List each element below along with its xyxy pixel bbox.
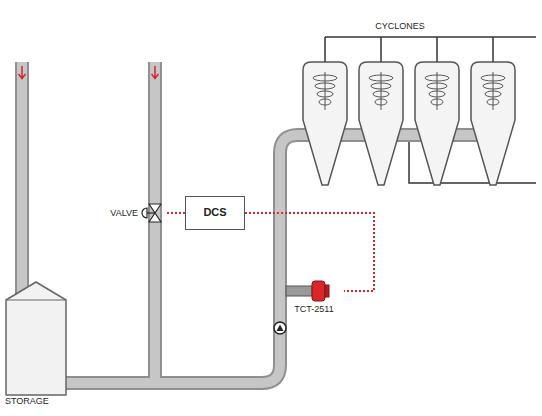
flow-arrow	[19, 66, 26, 79]
cyclone-symbol	[359, 62, 403, 185]
storage-silo: STORAGE	[4, 280, 72, 407]
pump-triangle	[277, 325, 284, 332]
cyclone-body	[415, 62, 459, 185]
pipe-network	[22, 62, 505, 383]
transmitter-symbol: TCT-2511	[284, 278, 344, 315]
flow-arrow	[152, 66, 159, 79]
transmitter-body	[286, 286, 312, 296]
transmitter-cap	[325, 285, 329, 297]
cyclone-symbol	[303, 62, 347, 185]
cyclone-symbol	[471, 62, 515, 185]
cyclone-spiral	[481, 72, 505, 110]
flow-arrows	[19, 66, 159, 79]
signal-line	[245, 213, 374, 291]
node-label: VALVE	[110, 208, 138, 219]
pipe-body	[150, 62, 160, 383]
pipe-outline	[148, 62, 162, 383]
node-label: DCS	[203, 206, 226, 219]
control-box: DCS	[185, 196, 245, 230]
cyclone-symbol	[415, 62, 459, 185]
cyclone-body	[471, 62, 515, 185]
spiral-axis	[325, 72, 326, 110]
pipe-outline	[15, 62, 29, 296]
node-label: STORAGE	[4, 396, 72, 407]
valve-icon	[141, 202, 165, 224]
cyclone-spiral	[313, 72, 337, 110]
pump-circle	[274, 322, 286, 334]
silo-icon	[4, 280, 70, 396]
transmitter-head	[312, 281, 325, 301]
pipe-body	[17, 62, 27, 296]
valve-symbol: VALVE	[110, 202, 165, 224]
spiral-axis	[381, 72, 382, 110]
group-label: CYCLONES	[375, 21, 425, 32]
valve-body	[149, 204, 161, 222]
cyclone-spiral	[369, 72, 393, 110]
node-label: TCT-2511	[284, 304, 344, 315]
signal-line	[165, 212, 185, 214]
pump-symbol	[274, 322, 286, 334]
outlet-line	[325, 36, 536, 38]
silo-body	[6, 282, 66, 395]
cyclone-body	[359, 62, 403, 185]
spiral-axis	[437, 72, 438, 110]
transmitter-icon	[284, 278, 342, 304]
spiral-axis	[493, 72, 494, 110]
cyclone-spiral	[425, 72, 449, 110]
cyclone-group	[303, 62, 515, 185]
outlet-line	[325, 37, 493, 62]
valve-actuator	[142, 208, 147, 218]
silo-roof-line	[6, 300, 66, 301]
valve-stem	[147, 212, 155, 213]
cyclone-body	[303, 62, 347, 185]
